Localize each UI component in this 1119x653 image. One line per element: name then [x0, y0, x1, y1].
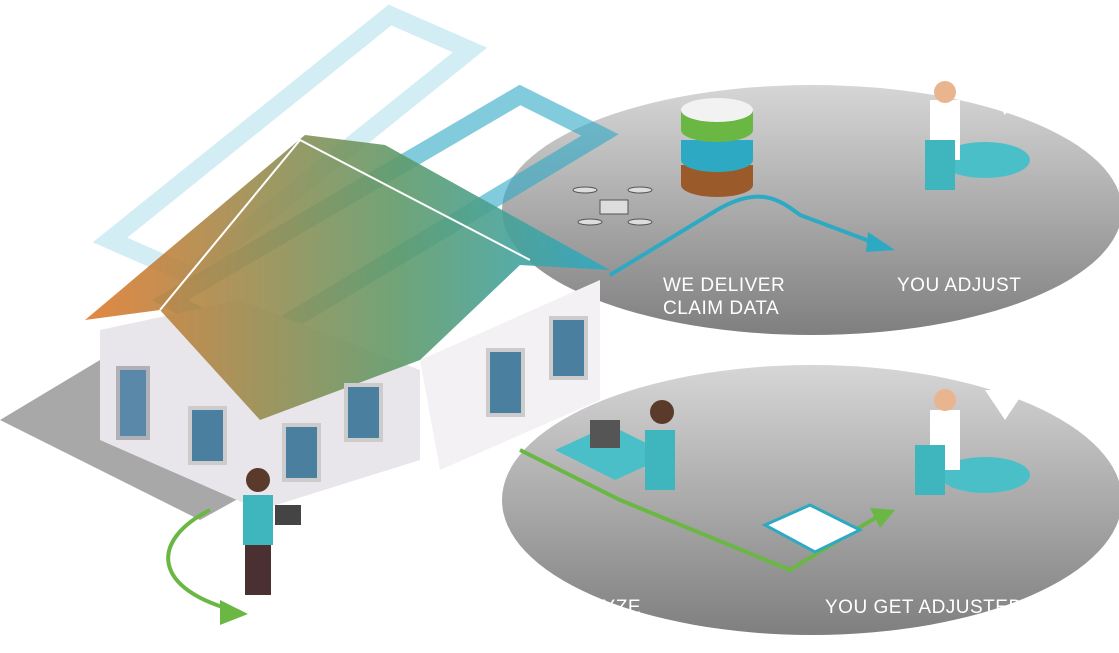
roof	[85, 135, 610, 420]
step-analyze-line1: WE ANALYZE	[516, 597, 642, 618]
start-arrow	[166, 508, 241, 614]
adjuster-desk-bottom	[915, 389, 1030, 495]
drone-pilot	[243, 468, 301, 595]
drone-icon	[572, 186, 653, 226]
step-adjusted-label: YOU GET ADJUSTED CLAIM	[825, 597, 1090, 618]
step-deliver-line2: CLAIM DATA	[663, 298, 780, 319]
analyst-desk	[555, 400, 675, 490]
deliver-arrow	[608, 194, 881, 277]
bottom-disc	[502, 365, 1119, 635]
step-deliver-line1: WE DELIVER	[663, 275, 786, 296]
step-deliver-label: WE DELIVER CLAIM DATA	[663, 274, 785, 320]
database-icon	[681, 98, 753, 197]
house	[0, 135, 610, 520]
step-analyze-line2: CLAIM DATA	[516, 620, 633, 641]
report-icon	[761, 503, 864, 554]
step-analyze-label: WE ANALYZE CLAIM DATA	[516, 596, 641, 642]
adjuster-desk-top	[925, 81, 1030, 190]
step-adjust-label: YOU ADJUST	[897, 275, 1022, 296]
